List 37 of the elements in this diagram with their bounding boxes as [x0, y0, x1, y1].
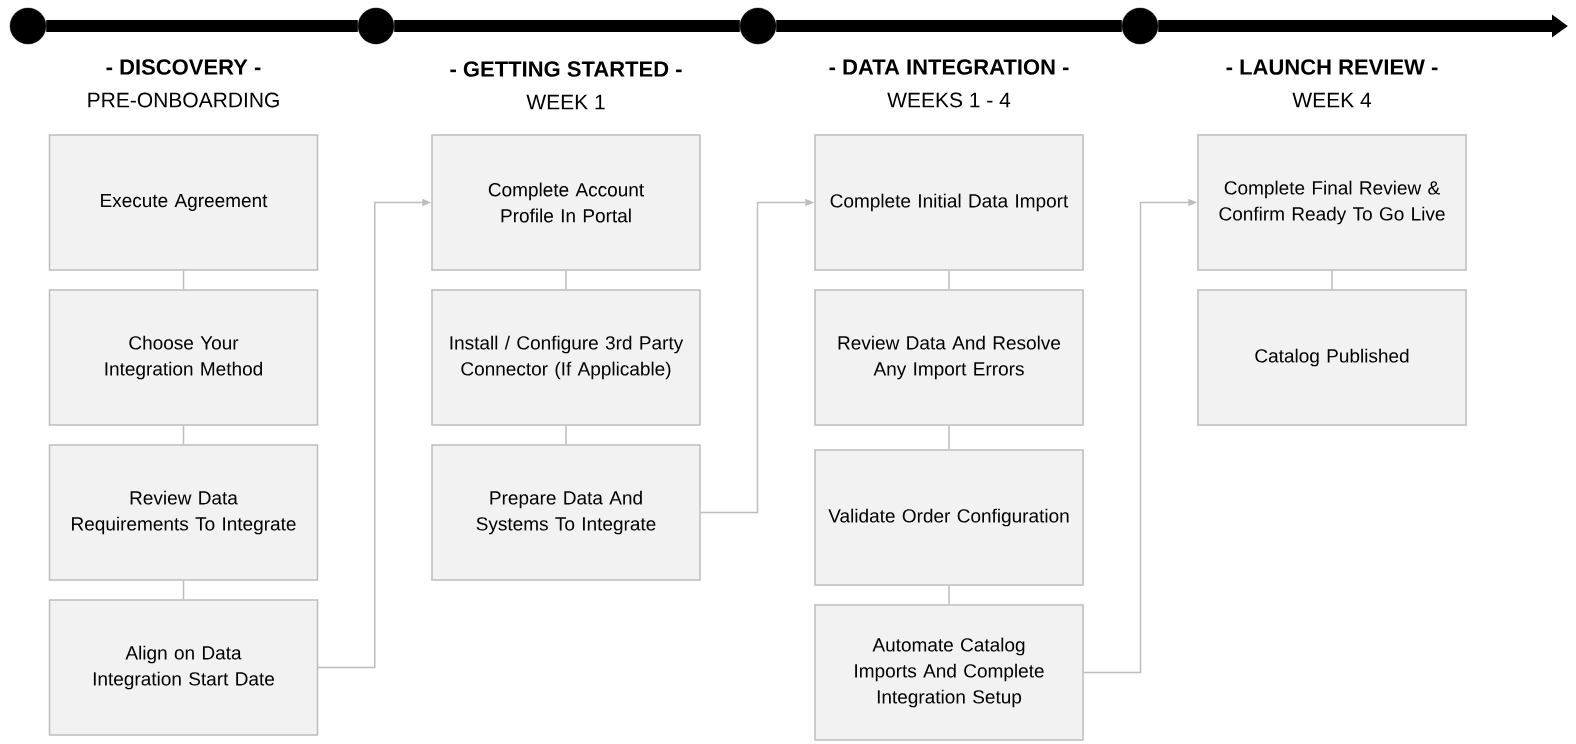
phase-period: WEEK 4: [1292, 92, 1372, 108]
step-box: Align on Data Integration Start Date: [48, 599, 319, 736]
phase-title: - GETTING STARTED -: [450, 61, 682, 77]
timeline-line: [776, 20, 1122, 32]
step-box: Validate Order Configuration: [814, 449, 1084, 586]
connector-line: [565, 425, 567, 445]
step-box: Review Data And Resolve Any Import Errors: [814, 289, 1084, 426]
step-box: Complete Final Review & Confirm Ready To Go Live: [1197, 134, 1467, 271]
step-box: Execute Agreement: [48, 134, 319, 271]
step-box: Catalog Published: [1197, 289, 1467, 426]
connector-line: [948, 425, 950, 450]
connector-line: [948, 585, 950, 605]
step-box: Complete Initial Data Import: [814, 134, 1084, 271]
timeline-dot: [1121, 7, 1159, 45]
connector-line: [1331, 270, 1333, 290]
step-box: Complete Account Profile In Portal: [431, 134, 701, 271]
timeline-dot: [9, 7, 47, 45]
phase-period: WEEKS 1 - 4: [887, 92, 1011, 108]
timeline-line: [46, 20, 358, 32]
timeline-line: [394, 20, 740, 32]
phase-period: PRE-ONBOARDING: [88, 92, 279, 108]
step-box: Prepare Data And Systems To Integrate: [431, 444, 701, 581]
step-box: Automate Catalog Imports And Complete Integration Setup: [814, 604, 1084, 741]
step-box: Install / Configure 3rd Party Connector (If Applicable): [431, 289, 701, 426]
phase-title: - DATA INTEGRATION -: [829, 59, 1069, 75]
timeline-dot: [357, 7, 395, 45]
timeline-dot: [739, 7, 777, 45]
connector-line: [565, 270, 567, 290]
connector-line: [182, 580, 185, 600]
connector-line: [948, 270, 950, 290]
step-box: Review Data Requirements To Integrate: [48, 444, 319, 581]
phase-period: WEEK 1: [526, 94, 605, 110]
step-box: Choose Your Integration Method: [48, 289, 319, 426]
phase-title: - DISCOVERY -: [106, 59, 261, 75]
connector-line: [182, 270, 185, 290]
connector-line: [182, 425, 185, 445]
phase-title: - LAUNCH REVIEW -: [1226, 59, 1438, 75]
